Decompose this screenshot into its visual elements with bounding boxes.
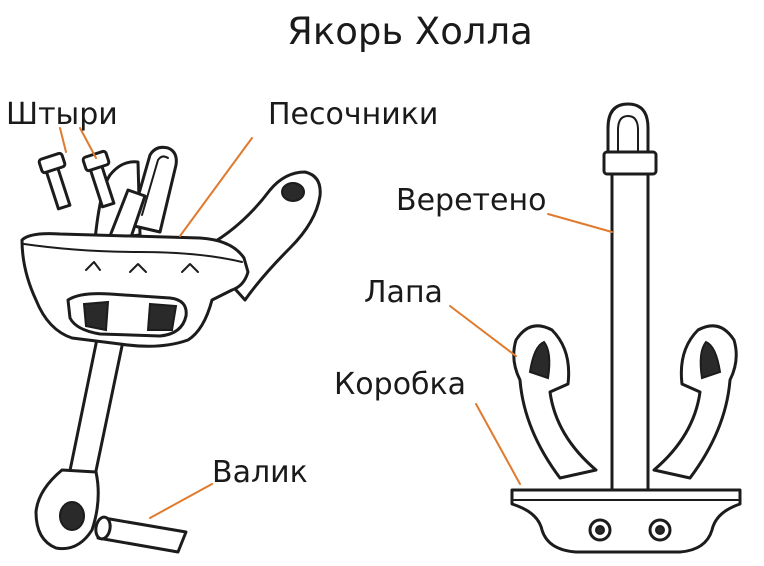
label-fluke: Лапа	[364, 275, 443, 310]
shaft-pin-left	[94, 515, 188, 554]
leader-sand-holes	[179, 137, 253, 237]
anchor-fluke-left	[512, 324, 598, 480]
exploded-anchor-parts	[20, 145, 322, 554]
label-sand-holes: Песочники	[268, 97, 438, 132]
diagram-title: Якорь Холла	[287, 10, 533, 53]
leader-fluke	[449, 305, 517, 357]
label-crown-box: Коробка	[334, 367, 466, 402]
crown-left	[20, 145, 322, 348]
anchor-fluke-right	[652, 324, 738, 480]
shank-bar-left	[34, 296, 134, 551]
leader-pins-2	[79, 127, 97, 159]
label-shaft-pin: Валик	[212, 455, 308, 490]
assembled-anchor	[510, 102, 742, 554]
anchor-crown-box	[510, 488, 742, 554]
leader-shaft-pin	[149, 483, 213, 519]
anchor-shank	[610, 172, 650, 494]
leader-shank	[547, 213, 613, 233]
label-pins: Штыри	[6, 97, 118, 132]
leader-crown-box	[475, 403, 521, 485]
label-shank: Веретено	[396, 183, 546, 218]
leader-pins-1	[59, 127, 67, 153]
pins-left	[37, 149, 116, 211]
